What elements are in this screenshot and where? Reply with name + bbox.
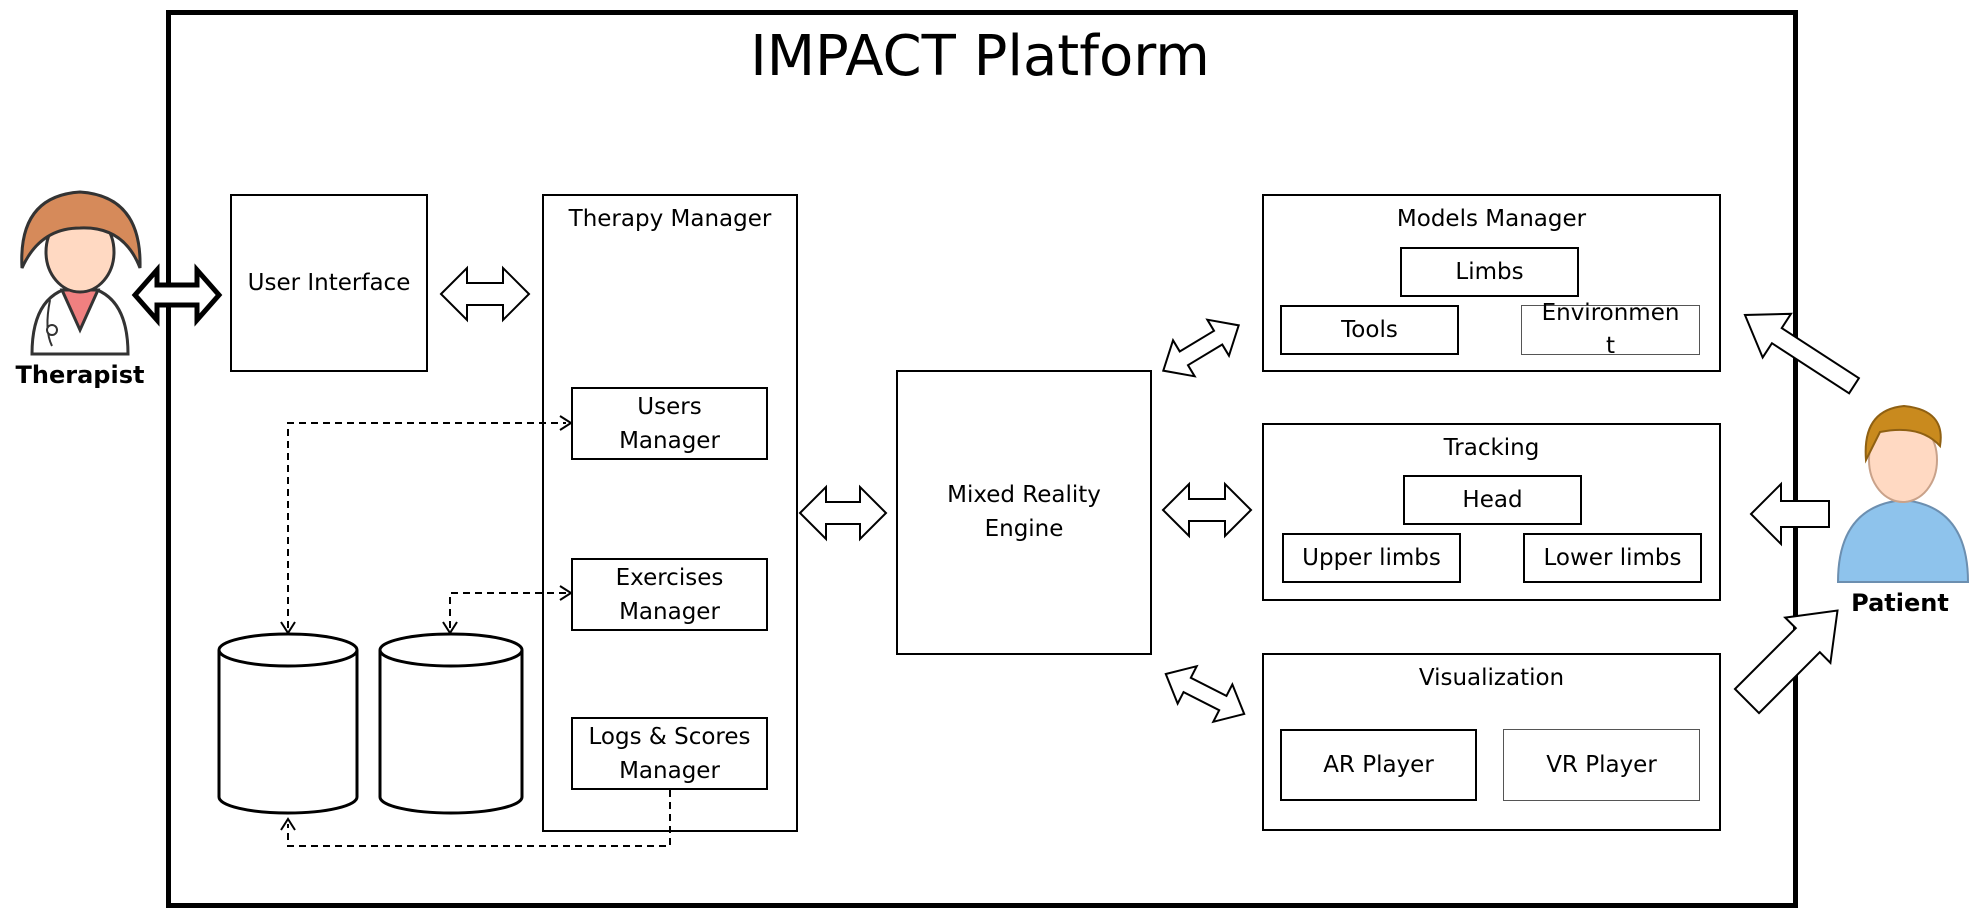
limbs-box: [1400, 247, 1579, 297]
arrow-patient-tracking: [1749, 481, 1830, 547]
arrow-therapy-engine: [798, 484, 888, 542]
arrow-engine-tracking: [1161, 481, 1253, 539]
limbs-label: Limbs: [1455, 259, 1524, 285]
environment-box: [1521, 305, 1700, 355]
dashed-arrowheads: [280, 415, 573, 831]
arrow-visualization-patient: [1733, 609, 1839, 715]
exercises-manager-label: Exercises Manager: [615, 565, 724, 625]
patient-arrows: [1733, 312, 1861, 715]
environment-label: Environmen t: [1541, 300, 1680, 359]
therapist-doctor-icon: [20, 190, 142, 356]
head-box: [1403, 475, 1582, 525]
ar-player-label: AR Player: [1323, 752, 1434, 778]
patient-label: Patient: [1851, 589, 1949, 617]
user-interface-box: [230, 194, 428, 372]
ar-player-box: [1280, 729, 1477, 801]
exercises-db-cylinder: [378, 632, 524, 815]
tracking-title: Tracking: [1443, 435, 1540, 461]
models-manager-title: Models Manager: [1396, 206, 1587, 232]
arrow-therapist-ui: [131, 263, 223, 327]
arrow-engine-models: [1161, 318, 1241, 378]
arrow-patient-models: [1743, 312, 1861, 395]
logs-scores-manager-box: [571, 717, 768, 790]
arrow-ui-therapy: [439, 265, 531, 323]
patient-person-icon: [1836, 404, 1970, 583]
lower-limbs-label: Lower limbs: [1543, 545, 1682, 571]
exercises-manager-box: [571, 558, 768, 631]
upper-limbs-label: Upper limbs: [1302, 545, 1441, 571]
upper-limbs-box: [1282, 533, 1461, 583]
tools-box: [1280, 305, 1459, 355]
visualization-title: Visualization: [1418, 665, 1565, 691]
tools-label: Tools: [1341, 317, 1398, 343]
dashed-connectors: [287, 422, 671, 847]
vr-player-label: VR Player: [1546, 752, 1657, 778]
therapy-manager-title: Therapy Manager: [568, 206, 772, 232]
users-manager-label: Users Manager: [619, 394, 720, 454]
platform-title: IMPACT Platform: [750, 24, 1210, 89]
logs-scores-manager-label: Logs & Scores Manager: [588, 724, 751, 784]
users-db-cylinder: [217, 632, 359, 815]
double-arrows: [131, 263, 1253, 724]
head-label: Head: [1462, 487, 1523, 513]
therapist-label: Therapist: [15, 361, 145, 389]
lower-limbs-box: [1523, 533, 1702, 583]
arrow-engine-visualization: [1164, 664, 1246, 724]
mixed-reality-engine-box: [896, 370, 1152, 655]
user-interface-label: User Interface: [247, 270, 411, 296]
mixed-reality-engine-label: Mixed Reality Engine: [947, 482, 1101, 542]
vr-player-box: [1503, 729, 1700, 801]
